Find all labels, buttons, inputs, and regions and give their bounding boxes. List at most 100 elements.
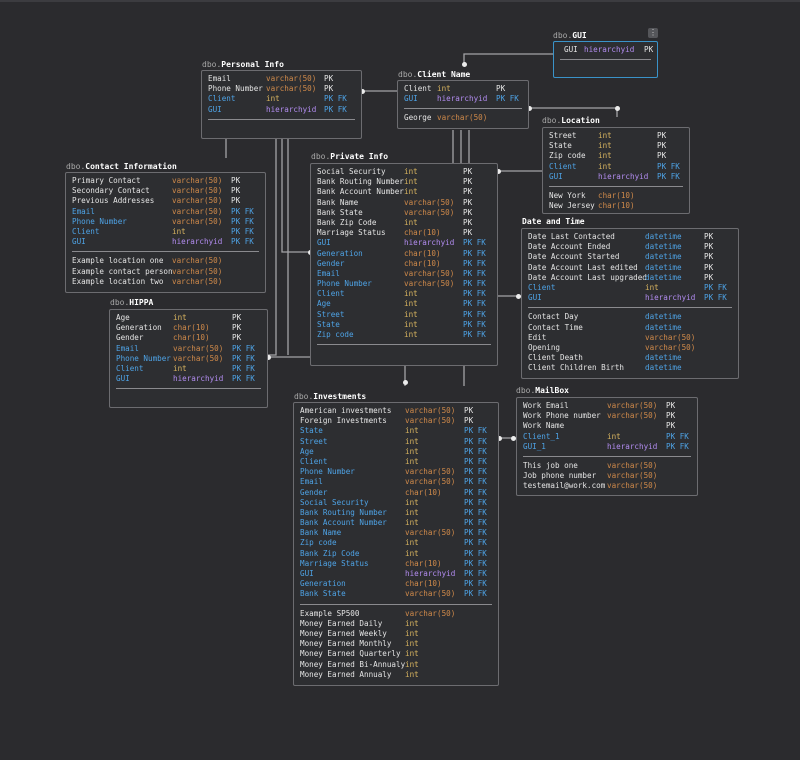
kebab-menu-icon[interactable]: ⋮ <box>648 28 658 38</box>
